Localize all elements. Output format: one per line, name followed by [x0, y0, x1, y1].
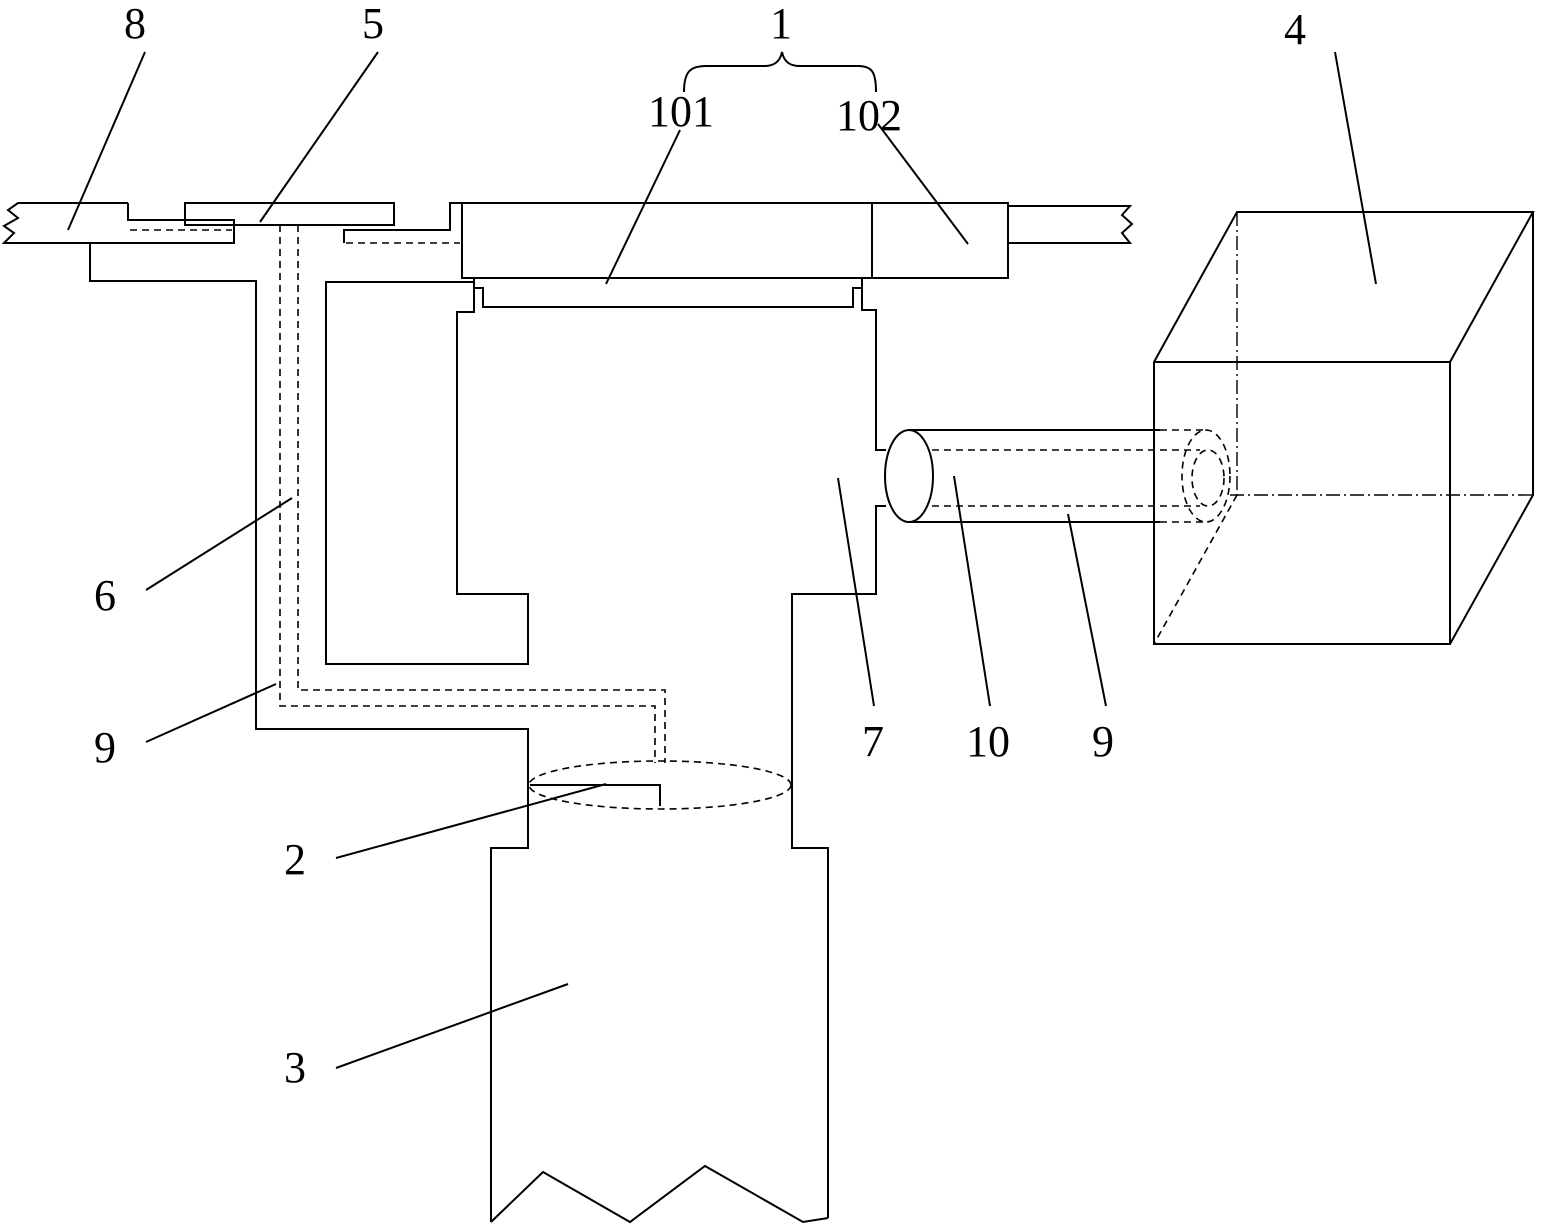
chamber-top [461, 202, 1134, 308]
label-6: 6 [94, 571, 116, 620]
label-3: 3 [284, 1043, 306, 1092]
label-9-right: 9 [1092, 717, 1114, 766]
main-body [89, 243, 886, 1224]
labels: 1 101 102 8 5 4 6 9 2 3 7 10 9 [94, 0, 1306, 1092]
dashed-channel [279, 225, 792, 810]
label-8: 8 [124, 0, 146, 48]
box-4 [1153, 211, 1535, 645]
cover-slab [184, 202, 395, 226]
label-2: 2 [284, 835, 306, 884]
label-101: 101 [648, 87, 714, 136]
label-5: 5 [362, 0, 384, 48]
pipe [884, 429, 1231, 523]
brace-1 [683, 51, 877, 93]
label-1: 1 [770, 0, 792, 48]
label-7: 7 [862, 717, 884, 766]
label-102: 102 [836, 91, 902, 140]
top-plate-left [1, 202, 235, 244]
label-10: 10 [966, 717, 1010, 766]
label-4: 4 [1284, 5, 1306, 54]
leader-lines [67, 51, 1377, 1069]
label-9-left: 9 [94, 723, 116, 772]
top-plate-middle [343, 202, 462, 244]
